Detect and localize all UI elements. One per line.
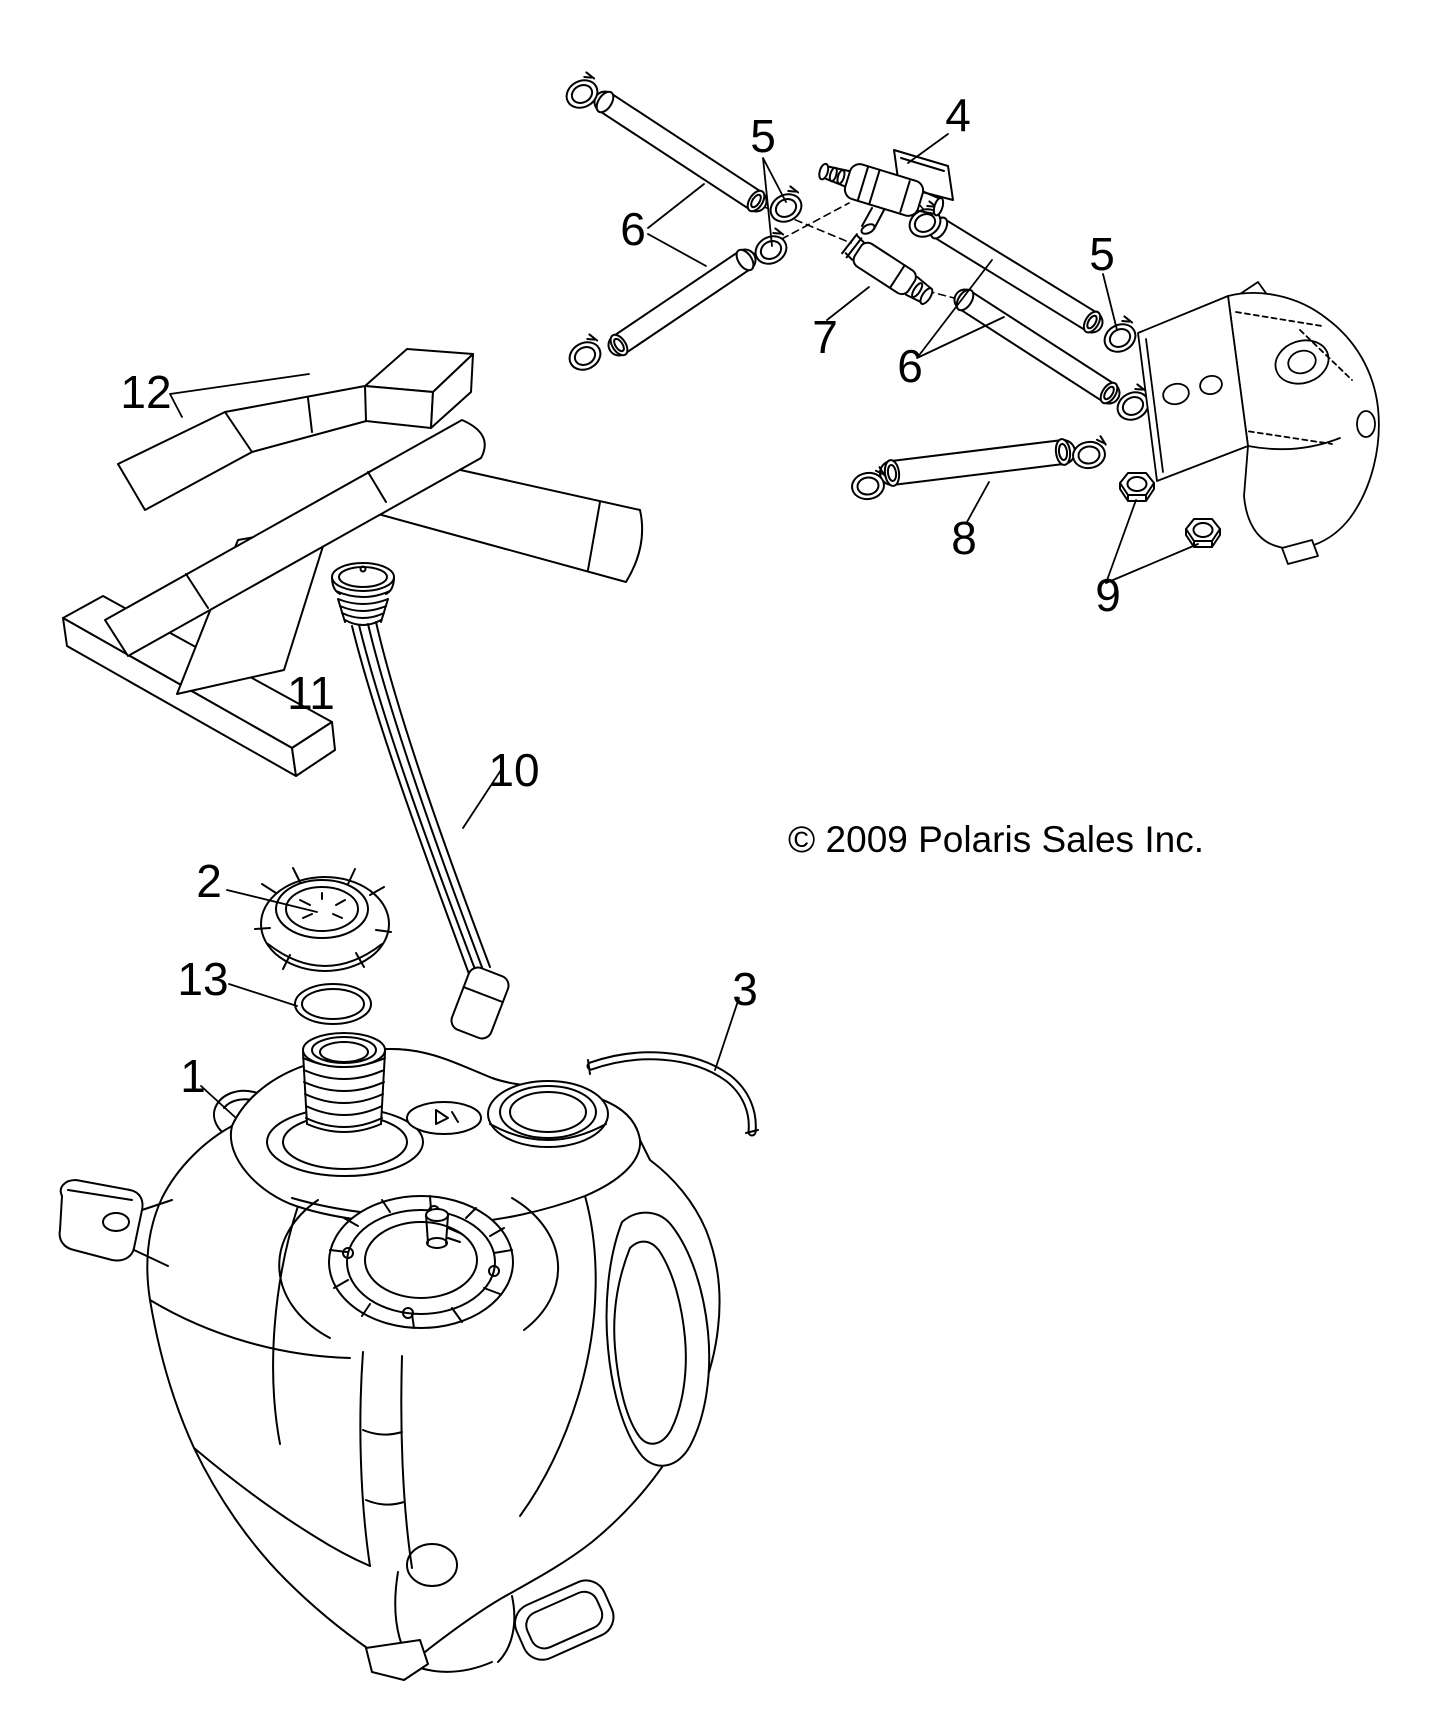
callout-labels: 1 2 3 4 5 5 6 6 7 8 9 10 11 12 13 bbox=[120, 89, 1120, 1102]
callout-11-label: 11 bbox=[287, 667, 335, 719]
o-ring-drawing bbox=[294, 983, 372, 1025]
callout-6b-label: 6 bbox=[897, 340, 923, 392]
fuel-line-cluster-drawing bbox=[565, 71, 1380, 565]
callout-5a-label: 5 bbox=[750, 110, 776, 162]
callout-2-label: 2 bbox=[196, 855, 222, 907]
valve-drawing bbox=[818, 149, 954, 235]
vent-line-drawing bbox=[586, 1051, 759, 1137]
hose-6d bbox=[953, 288, 1121, 405]
callout-1-label: 1 bbox=[180, 1050, 206, 1102]
callout-13-label: 13 bbox=[177, 953, 228, 1005]
callout-leader-lines bbox=[169, 133, 1199, 1119]
callout-9-label: 9 bbox=[1095, 569, 1121, 621]
callout-4-label: 4 bbox=[945, 89, 971, 141]
callout-8-label: 8 bbox=[951, 512, 977, 564]
copyright-notice: © 2009 Polaris Sales Inc. bbox=[788, 819, 1204, 860]
fuel-tank-drawing bbox=[58, 1032, 721, 1681]
hose-clamps bbox=[565, 71, 1150, 501]
fuel-gauge-dipstick-drawing bbox=[331, 562, 510, 1040]
hose-8 bbox=[879, 438, 1076, 487]
callout-3-label: 3 bbox=[732, 963, 758, 1015]
fuel-pump-drawing bbox=[1137, 281, 1380, 565]
foam-pads-drawing bbox=[62, 348, 644, 777]
callout-5b-label: 5 bbox=[1089, 228, 1115, 280]
callout-6a-label: 6 bbox=[620, 203, 646, 255]
fuel-cap-drawing bbox=[254, 867, 392, 972]
callout-12-label: 12 bbox=[120, 366, 171, 418]
callout-10-label: 10 bbox=[488, 744, 539, 796]
hose-6c bbox=[927, 216, 1104, 334]
inline-fitting-drawing bbox=[841, 233, 934, 305]
nuts-drawing bbox=[1119, 472, 1221, 548]
hose-6b bbox=[607, 248, 757, 357]
hose-6a bbox=[593, 90, 768, 213]
callout-7-label: 7 bbox=[812, 311, 838, 363]
